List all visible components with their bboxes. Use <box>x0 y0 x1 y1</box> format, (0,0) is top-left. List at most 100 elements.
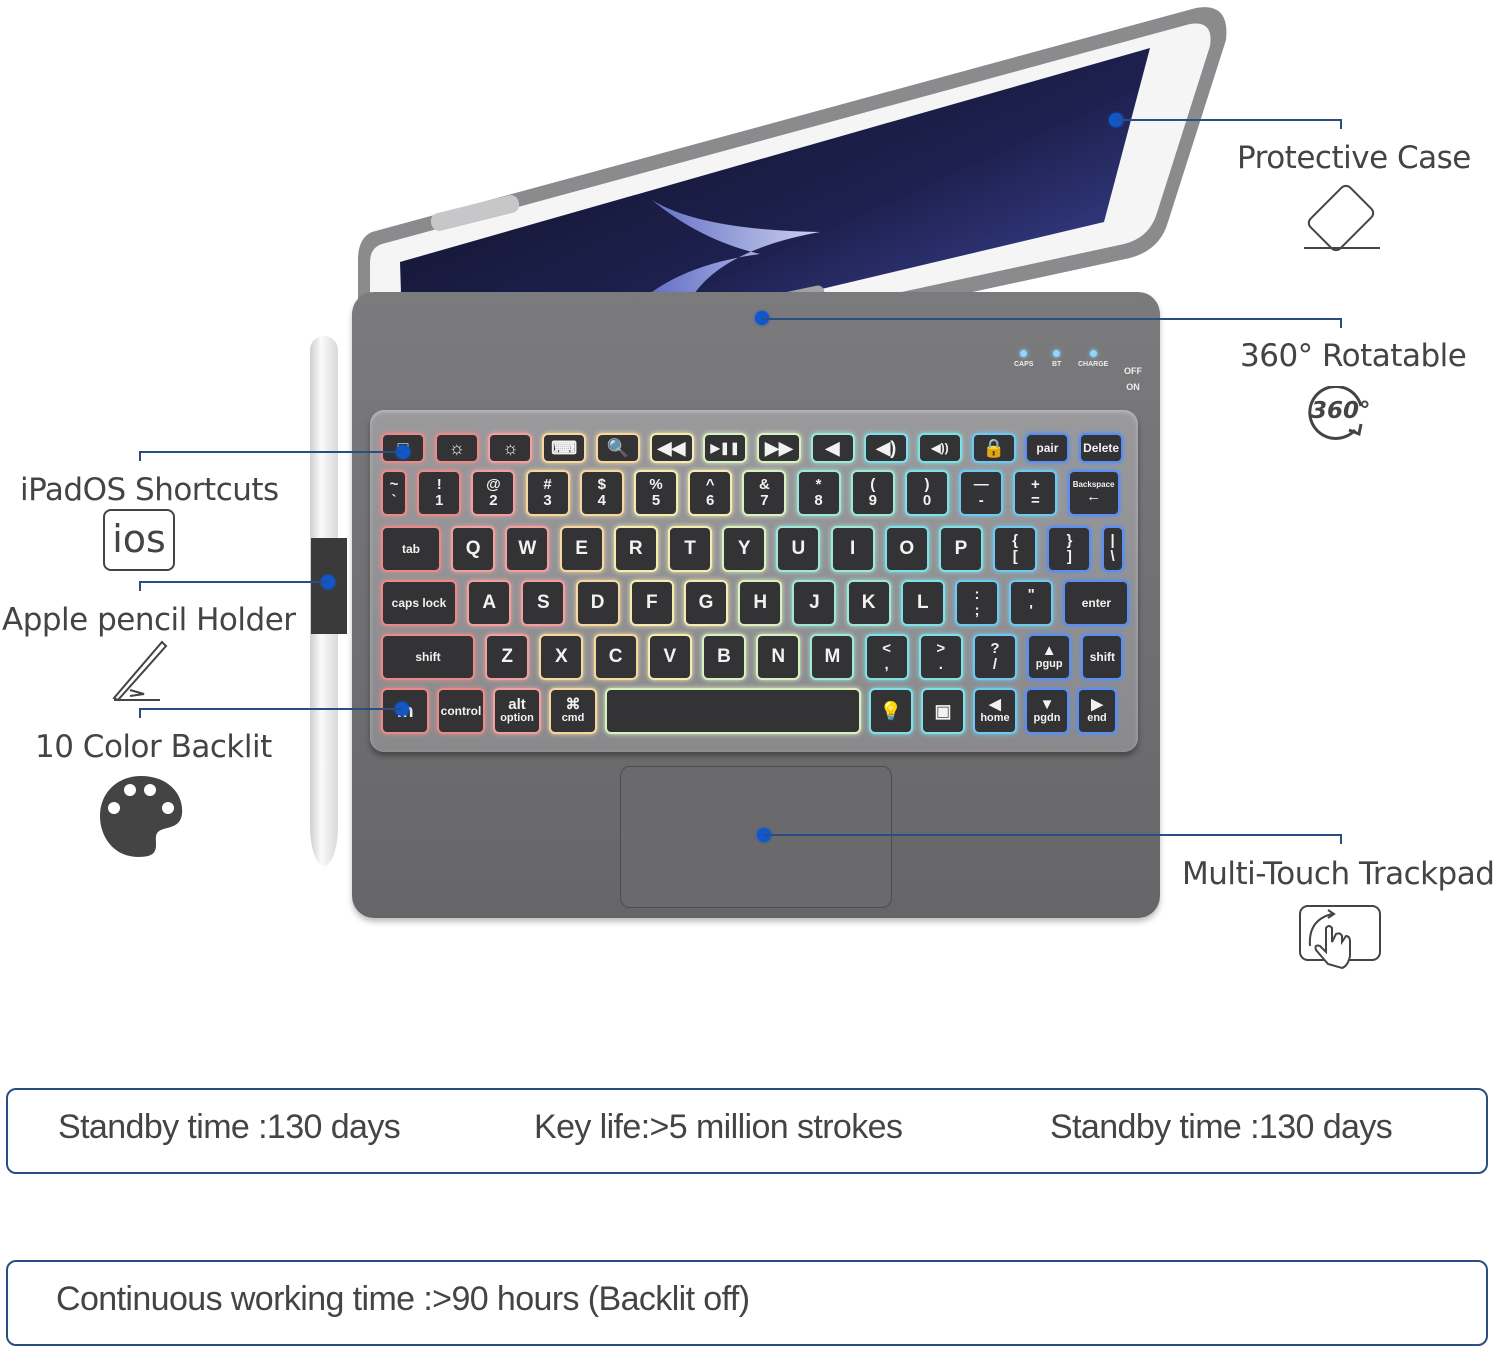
key[interactable]: S <box>521 580 566 626</box>
key[interactable]: }] <box>1047 526 1092 572</box>
key[interactable]: tab <box>381 526 441 572</box>
key[interactable]: E <box>559 526 604 572</box>
key[interactable]: *8 <box>796 470 841 516</box>
key[interactable]: :; <box>955 580 999 626</box>
key[interactable]: H <box>738 580 783 626</box>
key[interactable]: ☼ <box>434 433 479 463</box>
key-label: P <box>954 538 968 560</box>
key[interactable]: N <box>756 634 801 680</box>
key[interactable]: ▶end <box>1077 688 1117 734</box>
key[interactable]: pair <box>1025 433 1070 463</box>
key[interactable]: ◀) <box>864 433 909 463</box>
key[interactable]: K <box>846 580 891 626</box>
key-label: M <box>824 646 841 668</box>
key[interactable]: ◀home <box>973 688 1017 734</box>
key[interactable]: ◀)) <box>918 433 962 463</box>
key[interactable]: V <box>647 634 692 680</box>
key[interactable]: ▼pgdn <box>1025 688 1069 734</box>
key-label: ⌨ <box>551 437 578 458</box>
key[interactable]: {[ <box>993 526 1038 572</box>
key-bottom-label: pgdn <box>1033 712 1061 725</box>
key-label: C <box>608 646 623 668</box>
key[interactable]: C <box>593 634 638 680</box>
backlit-marker <box>395 702 409 716</box>
key[interactable]: A <box>467 580 512 626</box>
key[interactable]: P <box>939 526 983 572</box>
key[interactable]: ▶❚❚ <box>703 433 748 463</box>
key[interactable]: |\ <box>1101 526 1124 572</box>
key[interactable]: 🔒 <box>971 433 1016 463</box>
key[interactable]: shift <box>381 634 475 680</box>
key-label: Delete <box>1083 440 1120 455</box>
key-label: N <box>771 646 786 668</box>
key[interactable]: #3 <box>525 470 570 516</box>
key[interactable]: enter <box>1063 580 1130 626</box>
key[interactable]: ◀◀ <box>649 433 694 463</box>
key[interactable]: Backspace← <box>1067 470 1120 516</box>
key[interactable]: shift <box>1081 634 1124 680</box>
key[interactable]: >. <box>918 634 963 680</box>
key[interactable]: F <box>629 580 674 626</box>
key[interactable]: "' <box>1009 580 1054 626</box>
key[interactable]: ▲pgup <box>1027 634 1072 680</box>
key[interactable]: R <box>613 526 658 572</box>
key[interactable]: Y <box>722 526 767 572</box>
key[interactable]: ?/ <box>973 634 1017 680</box>
key[interactable]: ~` <box>381 470 407 516</box>
rotate-360-icon: 360° <box>1303 386 1373 442</box>
key[interactable]: %5 <box>634 470 678 516</box>
space-bar[interactable] <box>605 688 861 734</box>
key[interactable]: L <box>900 580 945 626</box>
key-label: ▣ <box>934 700 952 721</box>
key[interactable]: ▣ <box>921 688 965 734</box>
key[interactable]: (9 <box>850 470 895 516</box>
key[interactable]: ^6 <box>688 470 733 516</box>
key[interactable]: J <box>792 580 837 626</box>
key[interactable]: ⌘cmd <box>549 688 597 734</box>
key-label: ◀ <box>825 437 840 458</box>
key[interactable]: caps lock <box>381 580 457 626</box>
key[interactable]: —- <box>959 470 1004 516</box>
key[interactable]: @2 <box>471 470 516 516</box>
key[interactable]: B <box>702 634 746 680</box>
key[interactable]: ◀ <box>810 433 855 463</box>
trackpad[interactable] <box>620 766 892 908</box>
key[interactable]: X <box>539 634 584 680</box>
key-top-label: alt <box>508 696 526 714</box>
key[interactable]: Z <box>485 634 530 680</box>
key[interactable]: ☼ <box>488 433 533 463</box>
key-label: enter <box>1081 595 1112 610</box>
key[interactable]: += <box>1013 470 1058 516</box>
key-bottom-label: 2 <box>489 492 498 509</box>
key[interactable]: &7 <box>742 470 787 516</box>
key[interactable]: D <box>575 580 620 626</box>
key-top-label: | <box>1110 532 1115 550</box>
key-label: X <box>555 646 568 668</box>
key[interactable]: ▶▶ <box>756 433 801 463</box>
key[interactable]: I <box>830 526 875 572</box>
key[interactable]: Q <box>451 526 496 572</box>
key-bottom-label: ` <box>391 492 397 509</box>
key[interactable]: ⌨ <box>542 433 587 463</box>
callout-tick <box>1340 834 1342 844</box>
key[interactable]: G <box>684 580 728 626</box>
key[interactable]: control <box>437 688 485 734</box>
key[interactable]: 💡 <box>869 688 913 734</box>
key[interactable]: O <box>884 526 929 572</box>
key-label: S <box>537 592 550 614</box>
key-bottom-label: option <box>500 712 534 725</box>
key[interactable]: M <box>810 634 855 680</box>
key[interactable]: 🔍 <box>595 433 640 463</box>
key[interactable]: !1 <box>417 470 462 516</box>
key-label: A <box>482 592 497 614</box>
key-top-label: ( <box>870 476 876 494</box>
key[interactable]: <, <box>864 634 909 680</box>
key[interactable]: )0 <box>905 470 949 516</box>
key[interactable]: $4 <box>579 470 624 516</box>
key[interactable]: T <box>668 526 712 572</box>
key[interactable]: W <box>505 526 550 572</box>
key[interactable]: U <box>776 526 821 572</box>
key[interactable]: Delete <box>1079 433 1124 463</box>
callout-line <box>764 834 1342 836</box>
